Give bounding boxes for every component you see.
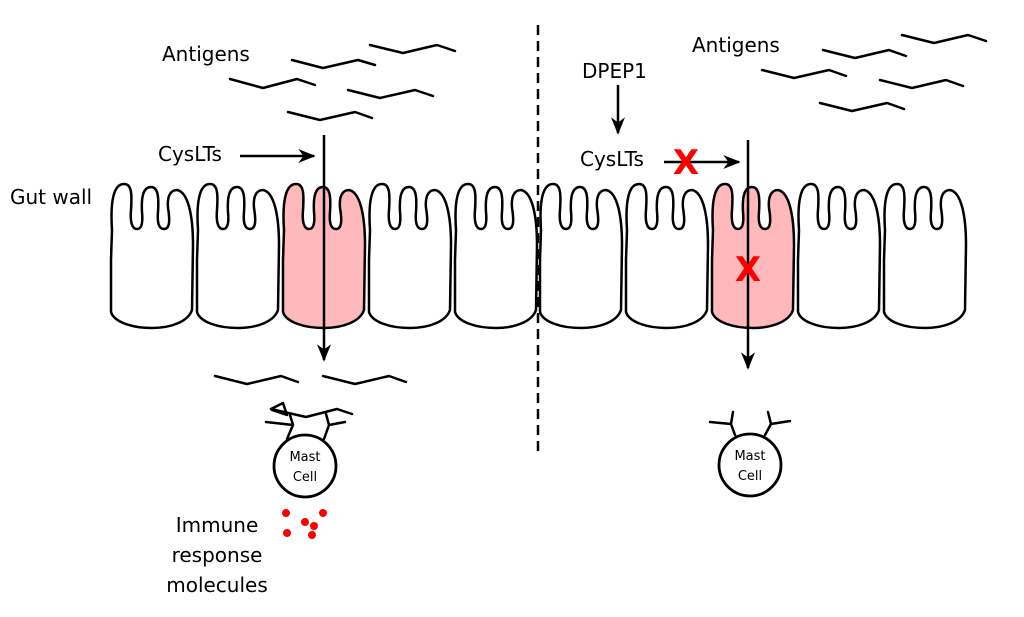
gut-wall-cells — [109, 182, 968, 330]
molecule-dot — [282, 509, 290, 517]
left-antigens-label: Antigens — [162, 42, 250, 66]
epithelial-cell — [453, 182, 539, 330]
immune-molecules — [282, 509, 327, 539]
receptor-icon — [708, 410, 737, 437]
mast-cell-label-1: Mast — [734, 449, 765, 464]
left-panel: Antigens CysLTs Gut wall Mast Cell — [10, 42, 457, 597]
molecule-dot — [319, 509, 327, 517]
receptor-icon — [322, 412, 347, 441]
antigen — [286, 110, 374, 122]
mast-cell-label-2: Cell — [293, 470, 317, 485]
mast-cell-label-2: Cell — [738, 469, 762, 484]
right-antigens — [760, 33, 988, 113]
receptor-icon — [763, 410, 792, 437]
antigen — [321, 374, 408, 386]
epithelial-cell — [796, 182, 882, 330]
antigen — [290, 58, 377, 70]
right-cyslts-label: CysLTs — [580, 147, 644, 171]
antigen — [760, 68, 848, 80]
block-marker: X — [673, 143, 699, 183]
dpep1-label: DPEP1 — [582, 59, 647, 83]
epithelial-cell — [882, 182, 968, 330]
epithelial-cell — [367, 182, 453, 330]
antigen — [228, 77, 317, 90]
left-antigens — [228, 43, 457, 122]
antigen — [818, 101, 906, 113]
right-panel: Antigens DPEP1 CysLTs X X Mast Cell — [580, 33, 988, 498]
immune-label-1: Immune — [176, 513, 259, 537]
antigen — [368, 43, 457, 55]
molecule-dot — [308, 531, 316, 539]
antigen — [346, 88, 435, 100]
antigen — [213, 374, 300, 386]
right-mast-cell: Mast Cell — [708, 410, 792, 498]
molecule-dot — [283, 529, 291, 537]
molecule-dot — [301, 518, 309, 526]
receptor-icon — [264, 407, 354, 441]
epithelial-cell — [109, 182, 195, 330]
mast-cell-body — [272, 433, 338, 499]
cell-block-marker: X — [735, 250, 761, 290]
antigen — [821, 48, 908, 60]
epithelial-cell — [624, 182, 710, 330]
mast-cell-body — [717, 432, 783, 498]
gut-wall-label: Gut wall — [10, 185, 92, 209]
left-cyslts-label: CysLTs — [158, 142, 222, 166]
molecule-dot — [310, 522, 318, 530]
left-mast-cell: Mast Cell — [264, 401, 354, 499]
immune-label-3: molecules — [166, 573, 268, 597]
immune-label-2: response — [172, 543, 263, 567]
antigen — [900, 33, 988, 45]
epithelial-cell — [195, 182, 281, 330]
right-antigens-label: Antigens — [692, 33, 780, 57]
highlighted-epithelial-cell — [710, 182, 796, 330]
mast-cell-label-1: Mast — [289, 450, 320, 465]
epithelial-cell — [538, 182, 624, 330]
receptor-icon — [269, 401, 289, 417]
antigen — [878, 78, 965, 90]
